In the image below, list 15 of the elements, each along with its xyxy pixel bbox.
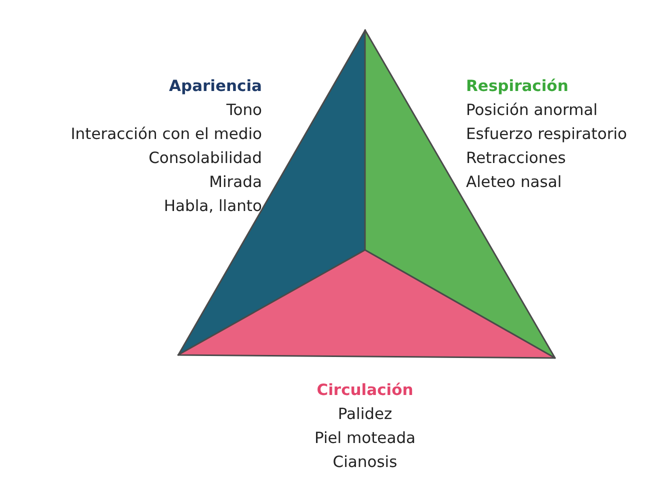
list-item: Tono (226, 100, 262, 121)
section-heading: Apariencia (168, 76, 262, 97)
section-heading: Circulación (316, 380, 414, 401)
list-item: Cianosis (332, 452, 398, 473)
list-item: Mirada (209, 172, 262, 193)
list-item: Retracciones (466, 148, 566, 169)
list-item: Interacción con el medio (70, 124, 262, 145)
list-item: Piel moteada (314, 428, 416, 449)
list-item: Palidez (338, 404, 392, 425)
list-item: Esfuerzo respiratorio (466, 124, 627, 145)
list-item: Aleteo nasal (466, 172, 562, 193)
list-item: Consolabilidad (148, 148, 262, 169)
list-item: Habla, llanto (164, 196, 262, 217)
section-heading: Respiración (466, 76, 568, 97)
list-item: Posición anormal (466, 100, 598, 121)
